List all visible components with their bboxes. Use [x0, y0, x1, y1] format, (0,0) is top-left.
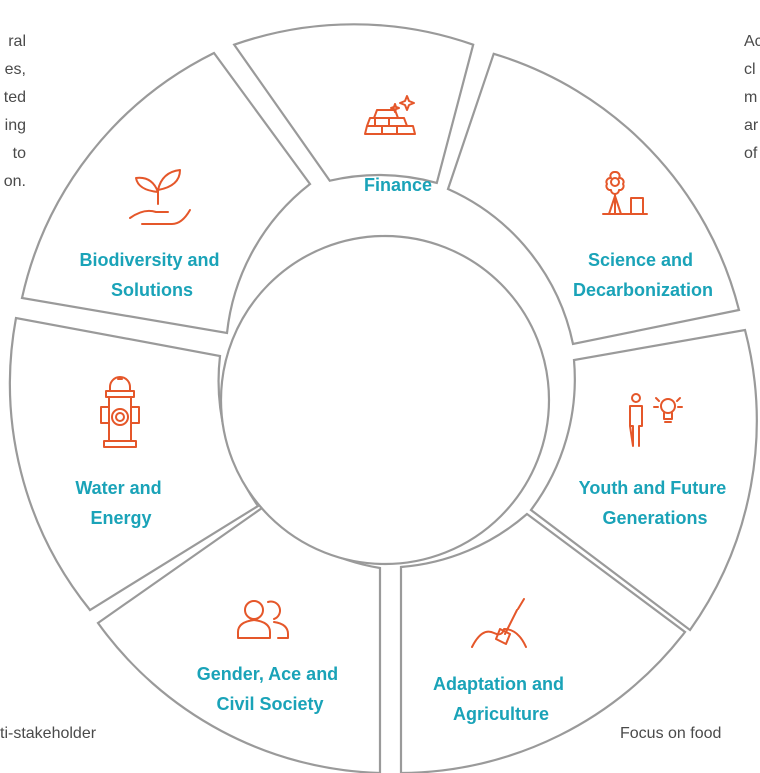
left-text-line: ing — [4, 117, 26, 134]
segment-science-shape — [446, 52, 741, 346]
left-text-line: on. — [3, 173, 26, 190]
segment-adaptation-shape — [399, 512, 687, 773]
left-text-line: to — [12, 145, 26, 162]
seedling-hand-icon — [129, 169, 191, 225]
segment-finance-shape — [232, 23, 475, 185]
shovel-soil-icon — [471, 598, 527, 648]
segment-science-decarbonization[interactable]: Science and Decarbonization — [446, 52, 741, 346]
segment-label-line: Youth and Future — [579, 478, 727, 498]
two-people-icon — [237, 600, 289, 639]
segment-label-line: Science and — [588, 250, 693, 270]
segment-finance-label: Finance — [364, 175, 432, 195]
segment-adaptation-label: Adaptation and Agriculture — [433, 674, 569, 724]
segment-adaptation-agriculture[interactable]: Adaptation and Agriculture — [399, 512, 687, 773]
segment-biodiversity-solutions[interactable]: Biodiversity and Solutions — [20, 51, 312, 335]
fire-hydrant-icon — [100, 376, 140, 448]
segment-water-energy[interactable]: Water and Energy — [8, 316, 260, 612]
left-paragraph-text: ral es, ted ing to on. — [4, 28, 26, 196]
right-text-line: ar — [744, 117, 759, 134]
bottom-left-paragraph-text: ti-stakeholder — [0, 725, 97, 742]
bottom-right-paragraph-text: Focus on food — [620, 725, 722, 742]
flower-factory-icon — [602, 170, 648, 215]
segment-water-label: Water and Energy — [75, 478, 166, 528]
segment-label-line: Gender, Ace and — [197, 664, 338, 684]
left-text-line: ral — [8, 33, 26, 50]
segment-label-line: Civil Society — [216, 694, 323, 714]
segment-gender-civil-society[interactable]: Gender, Ace and Civil Society — [96, 506, 382, 773]
left-text-line: ted — [3, 89, 26, 106]
person-lightbulb-icon — [629, 393, 683, 447]
segment-label-line: Decarbonization — [573, 280, 713, 300]
segment-biodiversity-label: Biodiversity and Solutions — [79, 250, 224, 300]
right-text-line: m — [744, 89, 758, 106]
left-text-line: es, — [4, 61, 26, 78]
right-paragraph-text: Ac cl m ar of — [744, 28, 760, 168]
segment-label-line: Agriculture — [453, 704, 549, 724]
segment-label-line: Energy — [90, 508, 151, 528]
segment-label-line: Solutions — [111, 280, 193, 300]
segment-youth-future-generations[interactable]: Youth and Future Generations — [529, 328, 758, 632]
segment-biodiversity-shape — [20, 51, 312, 335]
right-text-line: Ac — [744, 33, 760, 50]
segment-label-line: Biodiversity and — [79, 250, 219, 270]
segment-label-line: Generations — [602, 508, 707, 528]
segment-label-line: Finance — [364, 175, 432, 195]
gold-bars-sparkle-icon — [364, 95, 416, 135]
segment-science-label: Science and Decarbonization — [573, 250, 713, 300]
right-text-line: cl — [744, 61, 756, 78]
right-text-line: of — [744, 145, 758, 162]
center-circle — [219, 234, 551, 566]
segment-label-line: Adaptation and — [433, 674, 564, 694]
segment-label-line: Water and — [75, 478, 161, 498]
segment-youth-label: Youth and Future Generations — [579, 478, 732, 528]
segment-youth-shape — [529, 328, 758, 632]
segment-finance[interactable]: Finance — [232, 23, 475, 195]
segment-gender-label: Gender, Ace and Civil Society — [197, 664, 343, 714]
